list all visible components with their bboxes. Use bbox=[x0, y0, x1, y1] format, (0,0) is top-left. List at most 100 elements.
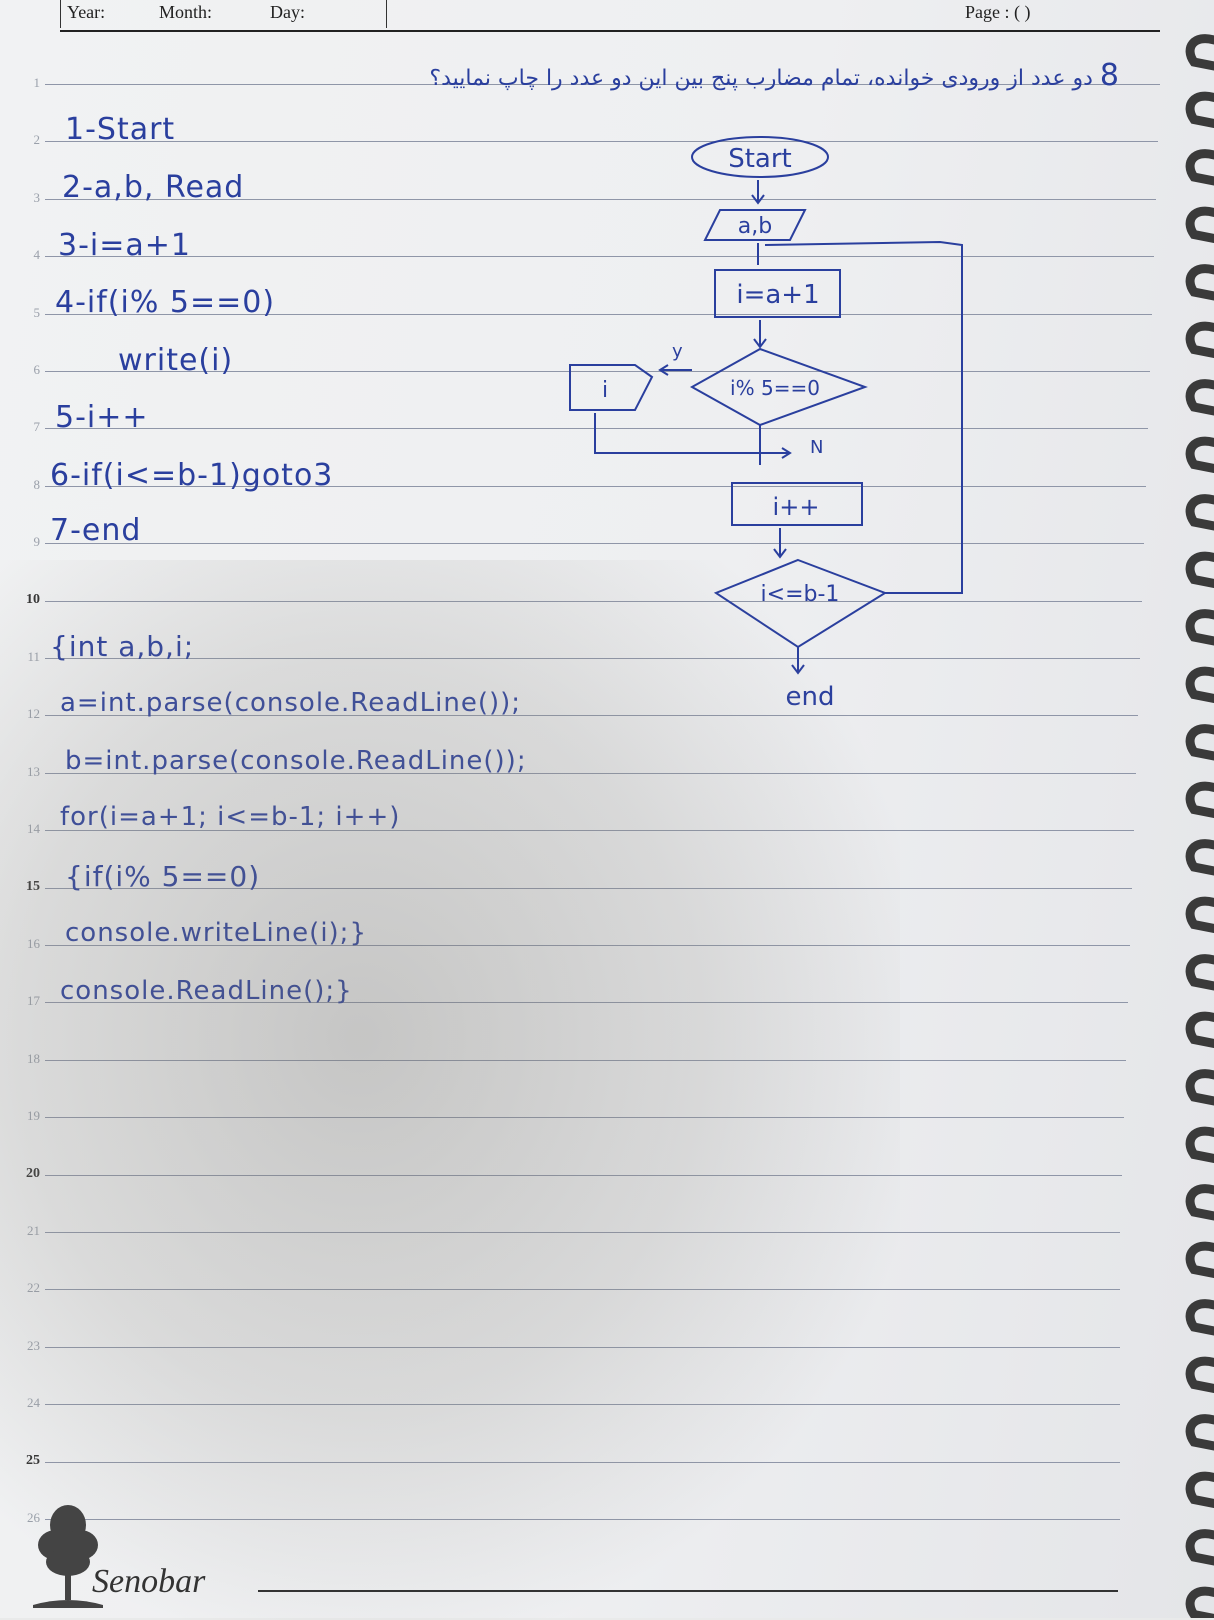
line-number: 21 bbox=[27, 1223, 40, 1238]
spiral-ring bbox=[1185, 1471, 1214, 1508]
line-number: 15 bbox=[26, 879, 40, 894]
algo-step-2: 2-a,b, Read bbox=[62, 170, 245, 205]
ruled-line bbox=[45, 371, 1150, 372]
flow-decision1-label: i% 5==0 bbox=[730, 376, 820, 400]
algo-step-5: 5-i++ bbox=[55, 400, 149, 435]
spiral-ring bbox=[1185, 1069, 1214, 1106]
ruled-line bbox=[45, 199, 1156, 200]
ruled-line bbox=[45, 256, 1154, 257]
code-line-4: for(i=a+1; i<=b-1; i++) bbox=[60, 802, 401, 832]
spiral-ring bbox=[1185, 551, 1214, 588]
spiral-ring bbox=[1185, 666, 1214, 703]
flow-init-label: i=a+1 bbox=[736, 280, 819, 310]
flowchart: Start a,b i=a+1 i% 5==0 y i N i++ i<=b-1… bbox=[569, 136, 963, 712]
ruled-line bbox=[45, 141, 1158, 142]
line-number: 4 bbox=[33, 247, 41, 262]
arrow-icon bbox=[791, 647, 805, 675]
ruled-line bbox=[45, 543, 1144, 544]
algo-step-1: 1-Start bbox=[65, 112, 176, 147]
spiral-ring bbox=[1185, 1414, 1214, 1451]
ruled-line bbox=[45, 658, 1140, 659]
line-number: 26 bbox=[27, 1510, 40, 1525]
flow-init-shape bbox=[714, 269, 841, 318]
code-line-2: a=int.parse(console.ReadLine()); bbox=[60, 688, 522, 718]
spiral-ring bbox=[1185, 1184, 1214, 1221]
line-number: 10 bbox=[26, 592, 40, 607]
flow-output-shape bbox=[569, 364, 654, 411]
line-number: 19 bbox=[27, 1108, 40, 1123]
spiral-ring bbox=[1185, 321, 1214, 358]
line-number: 7 bbox=[33, 419, 41, 434]
line-number: 1 bbox=[33, 75, 41, 90]
spiral-ring bbox=[1185, 1126, 1214, 1163]
arrow-icon bbox=[773, 528, 787, 559]
flow-increment-label: i++ bbox=[773, 493, 820, 521]
ruled-line bbox=[45, 1232, 1120, 1233]
date-box: Year: Month: Day: bbox=[60, 0, 387, 28]
flow-no-label: N bbox=[810, 437, 823, 458]
line-number: 3 bbox=[33, 190, 41, 205]
ruled-line bbox=[45, 1519, 1120, 1520]
ruled-line bbox=[45, 773, 1136, 774]
code-line-1: {int a,b,i; bbox=[50, 630, 195, 663]
page-number-label: Page : ( ) bbox=[965, 2, 1031, 22]
year-label: Year: bbox=[67, 2, 106, 22]
month-label: Month: bbox=[159, 2, 213, 22]
ruled-line bbox=[45, 314, 1152, 315]
flow-start-shape bbox=[691, 136, 829, 178]
spiral-ring bbox=[1185, 1356, 1214, 1393]
ruled-line bbox=[45, 486, 1146, 487]
spiral-ring bbox=[1185, 436, 1214, 473]
line-number: 17 bbox=[27, 993, 40, 1008]
ruled-line bbox=[45, 428, 1148, 429]
ruled-line bbox=[45, 601, 1142, 602]
flow-start-label: Start bbox=[728, 144, 792, 174]
question-heading: 8 دو عدد از ورودی خوانده، تمام مضارب پنج… bbox=[429, 58, 1119, 93]
spiral-ring bbox=[1185, 839, 1214, 876]
spiral-ring bbox=[1185, 149, 1214, 186]
ruled-line bbox=[45, 888, 1132, 889]
flow-decision2-label: i<=b-1 bbox=[761, 582, 840, 607]
spiral-ring bbox=[1185, 609, 1214, 646]
code-line-3: b=int.parse(console.ReadLine()); bbox=[65, 746, 527, 776]
spiral-binding bbox=[1185, 34, 1214, 1618]
line-number: 9 bbox=[33, 534, 41, 549]
spiral-ring bbox=[1185, 1529, 1214, 1566]
line-number: 5 bbox=[33, 305, 41, 320]
spiral-ring bbox=[1185, 264, 1214, 301]
line-number: 12 bbox=[27, 706, 40, 721]
code-line-7: console.ReadLine();} bbox=[60, 976, 353, 1006]
spiral-ring bbox=[1185, 379, 1214, 416]
spiral-ring bbox=[1185, 494, 1214, 531]
question-text: دو عدد از ورودی خوانده، تمام مضارب پنج ب… bbox=[429, 66, 1093, 91]
brand-underline bbox=[258, 1590, 1118, 1592]
line-number: 14 bbox=[27, 821, 40, 836]
line-number: 24 bbox=[27, 1395, 40, 1410]
question-number: 8 bbox=[1099, 58, 1119, 93]
line-number: 23 bbox=[27, 1338, 40, 1353]
ruled-line bbox=[45, 830, 1134, 831]
tree-logo-icon bbox=[33, 1505, 103, 1608]
brand-name: Senobar bbox=[92, 1563, 206, 1600]
flow-end-label: end bbox=[786, 682, 835, 712]
code-line-5: {if(i% 5==0) bbox=[65, 860, 261, 893]
day-label: Day: bbox=[270, 2, 305, 22]
algo-step-4-write: write(i) bbox=[118, 343, 234, 378]
spiral-ring bbox=[1185, 896, 1214, 933]
flow-yes-label: y bbox=[672, 341, 683, 362]
spiral-ring bbox=[1185, 724, 1214, 761]
line-number: 11 bbox=[27, 649, 40, 664]
line-number: 22 bbox=[27, 1280, 40, 1295]
spiral-ring bbox=[1185, 954, 1214, 991]
spiral-ring bbox=[1185, 1011, 1214, 1048]
flow-increment-shape bbox=[731, 482, 863, 526]
arrow-icon bbox=[753, 320, 767, 349]
loop-arrow-icon bbox=[764, 240, 963, 594]
ruled-line bbox=[45, 1462, 1120, 1463]
flow-input-shape bbox=[703, 209, 807, 241]
ruled-line bbox=[45, 715, 1138, 716]
line-number: 8 bbox=[33, 477, 41, 492]
spiral-ring bbox=[1185, 34, 1214, 71]
ruled-line bbox=[45, 1175, 1122, 1176]
